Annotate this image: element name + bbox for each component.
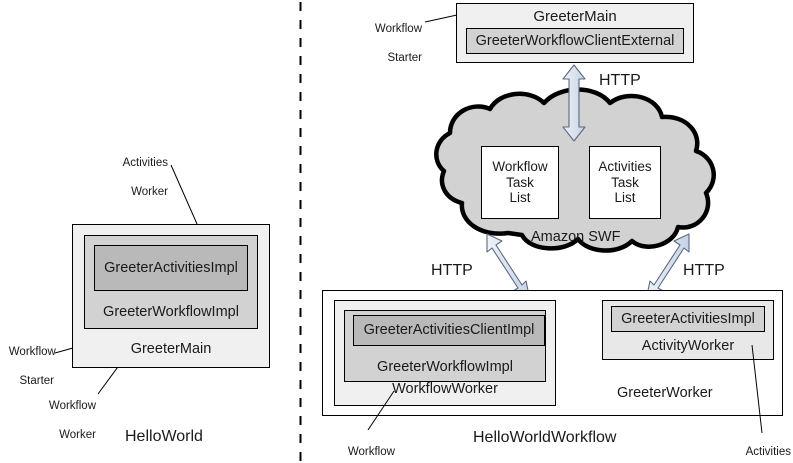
http-label-right: HTTP: [683, 262, 725, 279]
box-workflow-worker-label: WorkflowWorker: [392, 381, 498, 398]
activities-task-list-line1: Activities: [598, 159, 652, 175]
annotation-workflow-worker-right: Workflow Worker: [347, 446, 395, 459]
http-arrow-top: [562, 64, 586, 142]
box-greeter-activities-client-impl: GreeterActivitiesClientImpl: [353, 315, 545, 346]
annotation-workflow-worker-left: Workflow Worker: [48, 400, 96, 442]
amazon-swf-label: Amazon SWF: [531, 229, 621, 245]
box-greeter-workflow-impl-left-label: GreeterWorkflowImpl: [103, 304, 239, 321]
annotation-activities-worker-right: Activities Worker: [745, 446, 791, 459]
box-greeter-activities-impl-right: GreeterActivitiesImpl: [611, 306, 765, 332]
box-greeter-main-right-label: GreeterMain: [533, 8, 617, 25]
box-greeter-activities-impl-right-label: GreeterActivitiesImpl: [621, 310, 755, 327]
workflow-task-list-line3: List: [509, 190, 531, 206]
http-label-top: HTTP: [599, 72, 641, 89]
box-activities-task-list: Activities Task List: [589, 146, 661, 219]
box-greeter-workflow-impl-right-label: GreeterWorkflowImpl: [377, 359, 513, 376]
box-greeter-activities-impl-left-label: GreeterActivitiesImpl: [104, 259, 238, 276]
box-activity-worker-label: ActivityWorker: [641, 338, 735, 355]
box-greeter-worker-label: GreeterWorker: [617, 385, 713, 401]
annotation-workflow-starter-left: Workflow Starter: [8, 346, 56, 388]
box-greeter-activities-client-impl-label: GreeterActivitiesClientImpl: [363, 322, 535, 339]
annotation-activities-worker-left: Activities Worker: [122, 157, 168, 199]
box-greeter-activities-impl-left: GreeterActivitiesImpl: [94, 245, 248, 291]
activities-task-list-line3: List: [614, 190, 636, 206]
annotation-workflow-starter-right: Workflow Starter: [374, 23, 422, 65]
box-greeter-workflow-client-external-label: GreeterWorkflowClientExternal: [475, 32, 675, 49]
workflow-task-list-line2: Task: [506, 174, 534, 190]
workflow-task-list-line1: Workflow: [492, 159, 548, 175]
caption-helloworldworkflow: HelloWorldWorkflow: [473, 429, 617, 446]
box-greeter-workflow-client-external: GreeterWorkflowClientExternal: [466, 28, 684, 54]
http-label-left: HTTP: [431, 262, 473, 279]
caption-helloworld: HelloWorld: [125, 428, 203, 445]
box-greeter-main-left-label: GreeterMain: [130, 341, 212, 358]
activities-task-list-line2: Task: [611, 174, 639, 190]
box-workflow-task-list: Workflow Task List: [481, 146, 559, 219]
